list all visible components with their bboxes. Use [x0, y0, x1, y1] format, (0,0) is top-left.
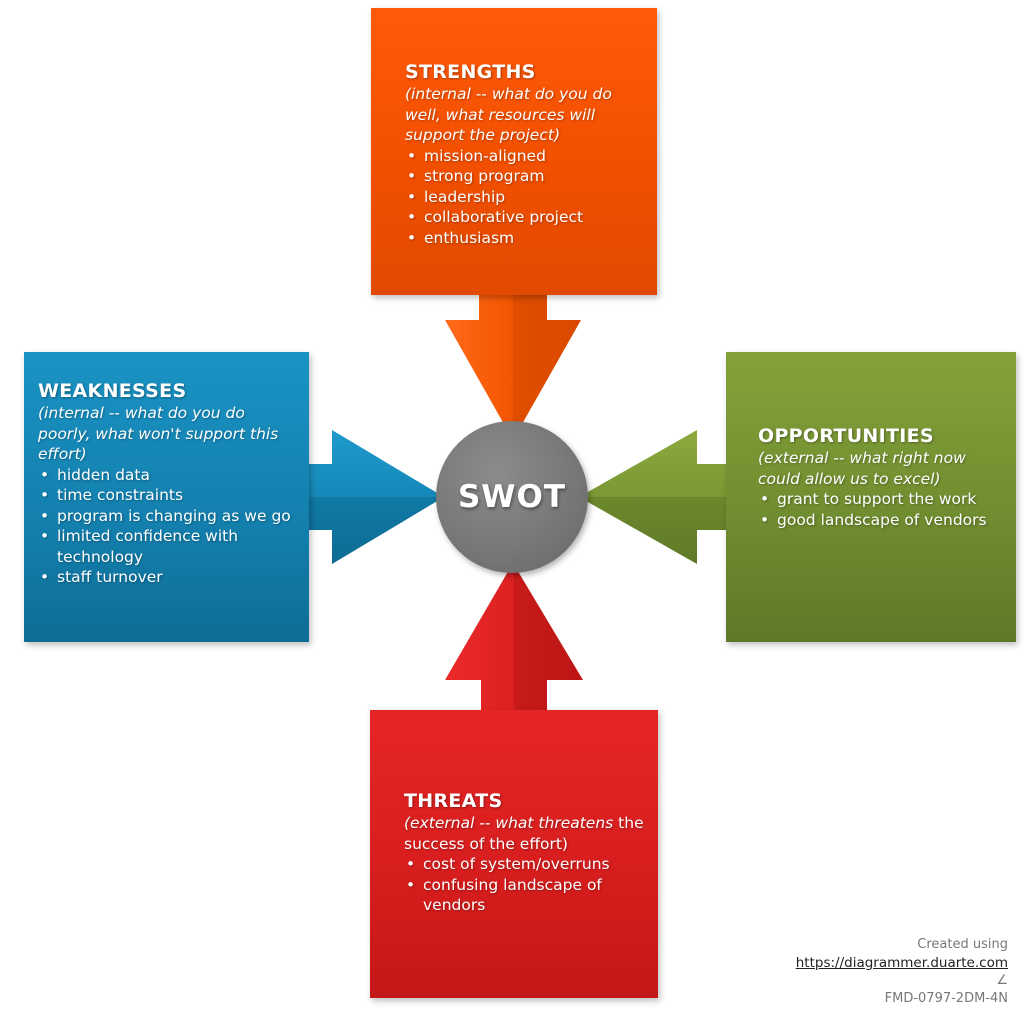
list-item: program is changing as we go [38, 506, 301, 527]
weaknesses-subtitle: (internal -- what do you do poorly, what… [38, 404, 279, 463]
strengths-arrow [445, 294, 581, 440]
swot-center-circle: SWOT [436, 421, 588, 573]
opportunities-subtitle: (external -- what right now could allow … [758, 449, 966, 488]
list-item: hidden data [38, 465, 301, 486]
weaknesses-list: hidden data time constraints program is … [38, 465, 301, 588]
list-item: limited confidence with technology [38, 526, 301, 567]
list-item: leadership [405, 187, 641, 208]
list-item: good landscape of vendors [758, 510, 1008, 531]
opportunities-title: OPPORTUNITIES [758, 425, 934, 447]
credit-mark: ∠ [996, 973, 1008, 988]
opportunities-list: grant to support the work good landscape… [758, 489, 1008, 530]
credit-link[interactable]: https://diagrammer.duarte.com [795, 955, 1008, 971]
list-item: confusing landscape of vendors [404, 875, 646, 916]
swot-label: SWOT [457, 479, 567, 515]
opportunities-box: OPPORTUNITIES (external -- what right no… [726, 352, 1016, 642]
threats-arrow [445, 563, 583, 711]
list-item: cost of system/overruns [404, 854, 646, 875]
list-item: time constraints [38, 485, 301, 506]
list-item: enthusiasm [405, 228, 641, 249]
credit-block: Created using https://diagrammer.duarte.… [796, 936, 1008, 1008]
strengths-subtitle: (internal -- what do you do well, what r… [405, 85, 612, 144]
credit-created-using: Created using [917, 937, 1008, 952]
list-item: mission-aligned [405, 146, 641, 167]
weaknesses-arrow [308, 430, 444, 564]
list-item: collaborative project [405, 207, 641, 228]
strengths-list: mission-aligned strong program leadershi… [405, 146, 641, 249]
list-item: strong program [405, 166, 641, 187]
threats-title: THREATS [404, 790, 503, 812]
list-item: staff turnover [38, 567, 301, 588]
credit-code: FMD-0797-2DM-4N [884, 991, 1008, 1006]
strengths-box: STRENGTHS (internal -- what do you do we… [371, 8, 657, 295]
weaknesses-box: WEAKNESSES (internal -- what do you do p… [24, 352, 309, 642]
opportunities-arrow [579, 430, 727, 564]
threats-box: THREATS (external -- what threatens the … [370, 710, 658, 998]
threats-subtitle: (external -- what threatens the success … [404, 813, 646, 854]
list-item: grant to support the work [758, 489, 1008, 510]
threats-list: cost of system/overruns confusing landsc… [404, 854, 646, 916]
strengths-title: STRENGTHS [405, 61, 536, 83]
threats-subtitle-rest: the success of the effort) [404, 814, 644, 853]
threats-subtitle-italic: (external -- what threatens [404, 814, 614, 832]
weaknesses-title: WEAKNESSES [38, 380, 187, 402]
